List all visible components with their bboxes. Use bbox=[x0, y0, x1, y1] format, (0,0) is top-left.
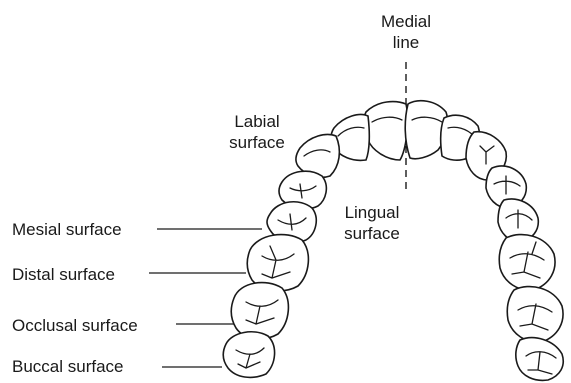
occlusal-surface-label: Occlusal surface bbox=[12, 315, 138, 336]
medial-line-label-line1: Medial bbox=[368, 11, 444, 32]
lingual-surface-label-line1: Lingual bbox=[334, 202, 410, 223]
distal-surface-label: Distal surface bbox=[12, 264, 115, 285]
right-second-molar bbox=[507, 287, 563, 343]
labial-surface-label-line2: surface bbox=[222, 132, 292, 153]
right-first-molar bbox=[499, 235, 555, 291]
mesial-surface-label: Mesial surface bbox=[12, 219, 122, 240]
medial-line-label-line2: line bbox=[368, 32, 444, 53]
left-third-molar bbox=[223, 332, 274, 378]
buccal-surface-label: Buccal surface bbox=[12, 356, 124, 377]
labial-surface-label: Labial surface bbox=[222, 111, 292, 153]
right-third-molar bbox=[516, 338, 563, 381]
lingual-surface-label-line2: surface bbox=[334, 223, 410, 244]
left-central-incisor bbox=[364, 102, 408, 160]
medial-line-label: Medial line bbox=[368, 11, 444, 53]
left-second-molar bbox=[231, 283, 288, 339]
labial-surface-label-line1: Labial bbox=[222, 111, 292, 132]
lingual-surface-label: Lingual surface bbox=[334, 202, 410, 244]
